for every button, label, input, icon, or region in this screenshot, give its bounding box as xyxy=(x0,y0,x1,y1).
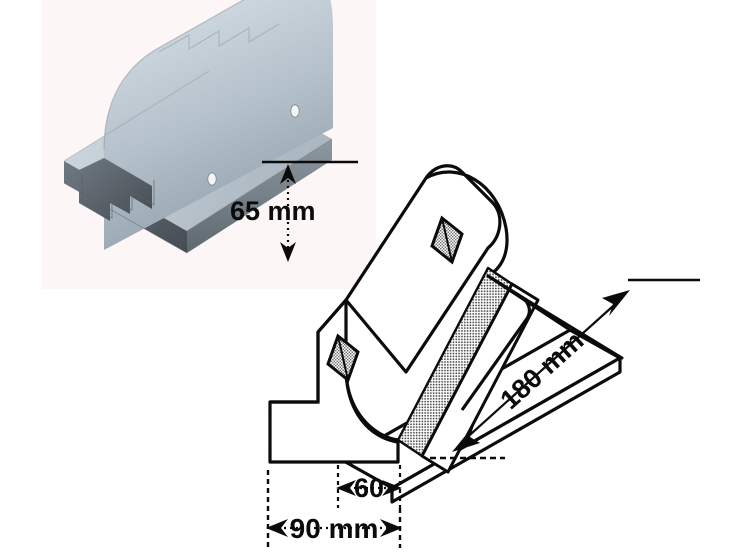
body-upper-surface xyxy=(344,164,502,374)
arrow-180-upper xyxy=(602,290,630,316)
label-base-width: 90 mm xyxy=(290,513,379,544)
label-notch-width: 60 xyxy=(354,473,384,503)
mounting-hole-upper xyxy=(430,215,464,265)
mounting-hole-lower xyxy=(326,333,360,383)
arrow-180-lower xyxy=(452,425,480,452)
render-notch-end-face xyxy=(79,158,152,221)
front-channel-arc xyxy=(344,367,399,444)
arrow-60-left xyxy=(336,480,356,496)
render-cylinder-body xyxy=(104,0,333,250)
far-end-arc xyxy=(425,170,509,278)
channel-inner-wall xyxy=(420,282,540,474)
rim-plate xyxy=(486,274,624,360)
front-chamfer xyxy=(316,298,348,334)
dimension-base-width-90mm: 90 mm xyxy=(266,470,402,548)
render-mounting-holes xyxy=(207,104,300,186)
render-stepped-notch xyxy=(81,175,155,220)
arrow-up xyxy=(280,164,296,184)
cad-render-image xyxy=(42,0,376,289)
arrow-60-right xyxy=(382,480,402,496)
dim-line-180 xyxy=(461,297,623,443)
arrow-90-left xyxy=(266,519,288,537)
front-step-shelf xyxy=(270,332,320,404)
render-edges xyxy=(63,0,333,254)
dimensioned-line-drawing: 65 mm 60 90 mm xyxy=(230,140,750,560)
part-outline xyxy=(268,164,624,504)
label-height: 65 mm xyxy=(230,196,316,226)
arrow-down xyxy=(280,242,296,262)
arrow-90-right xyxy=(380,519,402,537)
dimension-height-65mm: 65 mm xyxy=(230,160,358,262)
dimension-notch-width-60: 60 xyxy=(336,465,402,508)
render-top-steps xyxy=(158,23,280,53)
